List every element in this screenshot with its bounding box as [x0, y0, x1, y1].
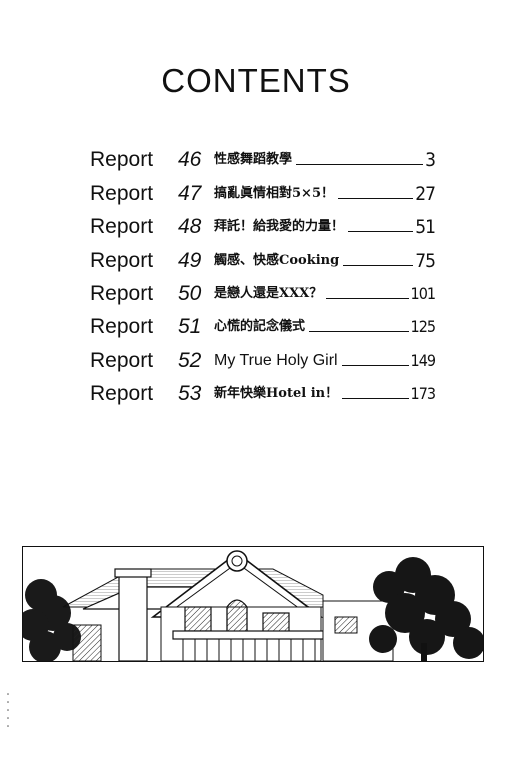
page-number: 27: [415, 183, 436, 205]
page-number: 149: [410, 351, 436, 370]
report-label: Report: [90, 249, 154, 272]
report-number: 46: [178, 148, 202, 171]
page-number: 51: [415, 216, 436, 238]
toc-entry[interactable]: Report 53 新年快樂Hotel in！ 173: [90, 380, 436, 408]
report-label: Report: [90, 215, 154, 238]
leader-line: [343, 265, 414, 266]
toc-entry[interactable]: Report 48 拜託！給我愛的力量！ 51: [90, 213, 436, 241]
page-number: 173: [410, 384, 436, 403]
report-label: Report: [90, 148, 154, 171]
leader-line: [348, 231, 414, 232]
toc-entry[interactable]: Report 50 是戀人還是XXX？ 101: [90, 280, 436, 308]
right-tree: [369, 557, 483, 659]
report-label: Report: [90, 315, 154, 338]
chapter-title: 是戀人還是XXX？: [214, 286, 323, 301]
page-number: 101: [410, 284, 436, 303]
chapter-title: 搞亂眞情相對5×5！: [214, 186, 334, 201]
report-number: 50: [178, 282, 202, 305]
chapter-title: My True Holy Girl: [214, 352, 338, 369]
table-of-contents: Report 46 性感舞蹈教學 3 Report 47 搞亂眞情相對5×5！ 27…: [90, 146, 436, 408]
chapter-title: 新年快樂Hotel in！: [214, 386, 339, 401]
report-number: 49: [178, 249, 202, 272]
report-label: Report: [90, 282, 154, 305]
contents-title: CONTENTS: [161, 62, 351, 99]
building-illustration: [22, 546, 484, 662]
report-label: Report: [90, 349, 154, 372]
report-number: 47: [178, 182, 202, 205]
report-number: 51: [178, 315, 202, 338]
chapter-title: 性感舞蹈教學: [214, 152, 293, 167]
page-number: 125: [410, 317, 436, 336]
chapter-title: 拜託！給我愛的力量！: [214, 219, 345, 234]
toc-entry[interactable]: Report 47 搞亂眞情相對5×5！ 27: [90, 180, 436, 208]
report-number: 48: [178, 215, 202, 238]
toc-entry[interactable]: Report 52 My True Holy Girl 149: [90, 347, 436, 375]
toc-entry[interactable]: Report 51 心慌的記念儀式 125: [90, 313, 436, 341]
leader-line: [326, 298, 409, 299]
page-number: 3: [425, 149, 436, 171]
report-number: 53: [178, 382, 202, 405]
toc-entry[interactable]: Report 46 性感舞蹈教學 3: [90, 146, 436, 174]
chapter-title: 心慌的記念儀式: [214, 319, 306, 334]
report-label: Report: [90, 382, 154, 405]
report-label: Report: [90, 182, 154, 205]
illustration-drawing: [23, 547, 483, 661]
leader-line: [296, 164, 424, 165]
leader-line: [342, 398, 409, 399]
report-number: 52: [178, 349, 202, 372]
leader-line: [309, 331, 409, 332]
page-number: 75: [415, 250, 436, 272]
leader-line: [341, 365, 409, 366]
chapter-title: 觸感、快感Cooking: [214, 253, 340, 268]
scan-marks: [6, 690, 10, 730]
leader-line: [337, 198, 414, 199]
toc-entry[interactable]: Report 49 觸感、快感Cooking 75: [90, 247, 436, 275]
